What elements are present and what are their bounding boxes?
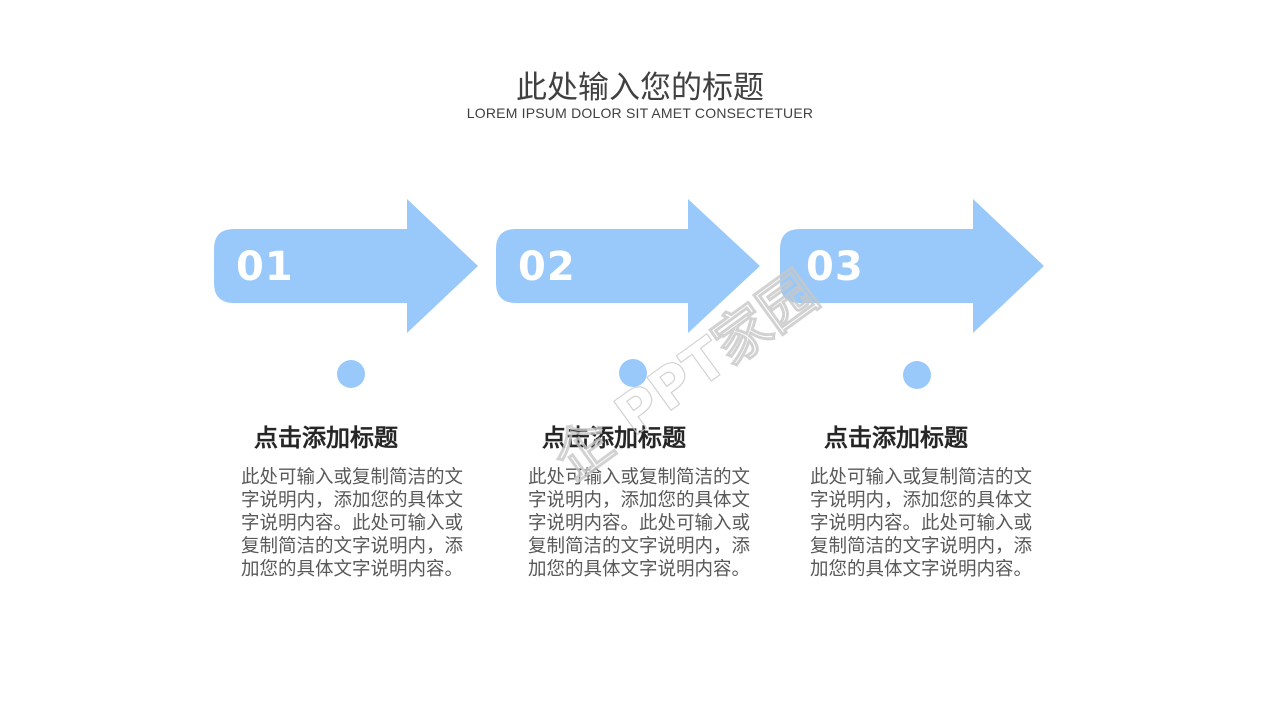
step-number: 03 <box>806 244 864 290</box>
step-body-2[interactable]: 此处可输入或复制简洁的文字说明内，添加您的具体文字说明内容。此处可输入或复制简洁… <box>528 467 751 580</box>
step-body-1[interactable]: 此处可输入或复制简洁的文字说明内，添加您的具体文字说明内容。此处可输入或复制简洁… <box>241 467 464 580</box>
arrow-right-icon <box>780 199 1044 333</box>
step-title-1[interactable]: 点击添加标题 <box>254 424 398 452</box>
step-dot-1 <box>337 360 365 388</box>
step-arrow-3: 03 <box>780 199 1044 333</box>
step-title-3[interactable]: 点击添加标题 <box>824 424 968 452</box>
step-title-2[interactable]: 点击添加标题 <box>542 424 686 452</box>
step-dot-3 <box>903 361 931 389</box>
step-number: 01 <box>236 244 294 290</box>
step-body-3[interactable]: 此处可输入或复制简洁的文字说明内，添加您的具体文字说明内容。此处可输入或复制简洁… <box>810 467 1033 580</box>
step-number: 02 <box>518 244 576 290</box>
step-dot-2 <box>619 359 647 387</box>
arrow-right-icon <box>214 199 478 333</box>
arrow-right-icon <box>496 199 760 333</box>
page-title: 此处输入您的标题 <box>516 70 764 106</box>
step-arrow-1: 01 <box>214 199 478 333</box>
step-arrow-2: 02 <box>496 199 760 333</box>
page-subtitle: LOREM IPSUM DOLOR SIT AMET CONSECTETUER <box>466 105 814 121</box>
